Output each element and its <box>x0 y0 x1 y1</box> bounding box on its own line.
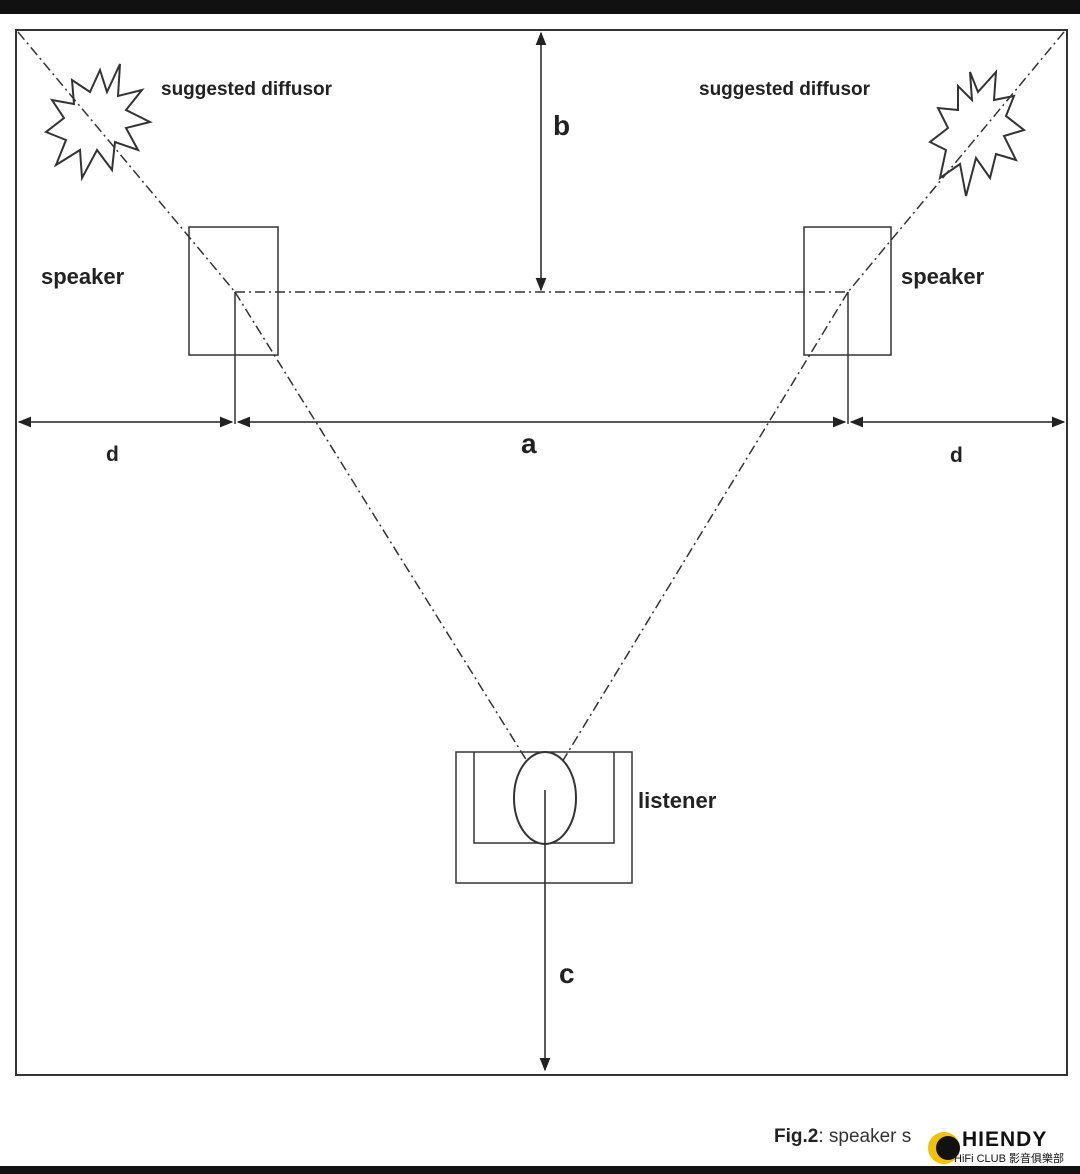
diffusor-right-label: suggested diffusor <box>699 79 871 100</box>
bottom-bar <box>0 1166 1080 1174</box>
figure-caption: Fig.2: speaker s <box>774 1126 911 1148</box>
dim-b-label: b <box>553 110 570 141</box>
hiendy-logo: HIENDY HiFi CLUB 影音俱樂部 <box>926 1128 1076 1168</box>
figure-caption-text: : speaker s <box>818 1126 912 1147</box>
dim-d-left-label: d <box>106 443 119 466</box>
listener-label: listener <box>638 788 717 813</box>
dim-c-label: c <box>559 958 575 989</box>
figure-caption-prefix: Fig.2 <box>774 1126 819 1147</box>
dim-a-label: a <box>521 428 537 459</box>
reflection-line-left <box>17 31 236 293</box>
hiendy-logo-sub: HiFi CLUB 影音俱樂部 <box>954 1153 1065 1165</box>
hiendy-logo-mark <box>928 1132 960 1164</box>
hiendy-logo-name: HIENDY <box>962 1128 1048 1151</box>
reflection-line-right <box>847 31 1065 293</box>
listening-line-right <box>544 291 849 791</box>
speaker-left-label: speaker <box>41 264 125 289</box>
speaker-left-box <box>188 226 279 356</box>
speaker-right-label: speaker <box>901 264 985 289</box>
top-bar <box>0 0 1080 14</box>
listening-line-left <box>234 291 546 791</box>
room-outline <box>15 29 1068 1076</box>
diffusor-left-label: suggested diffusor <box>161 79 333 100</box>
dim-d-right-label: d <box>950 444 963 467</box>
diffusor-left <box>44 63 153 182</box>
diffusor-right <box>928 69 1027 197</box>
